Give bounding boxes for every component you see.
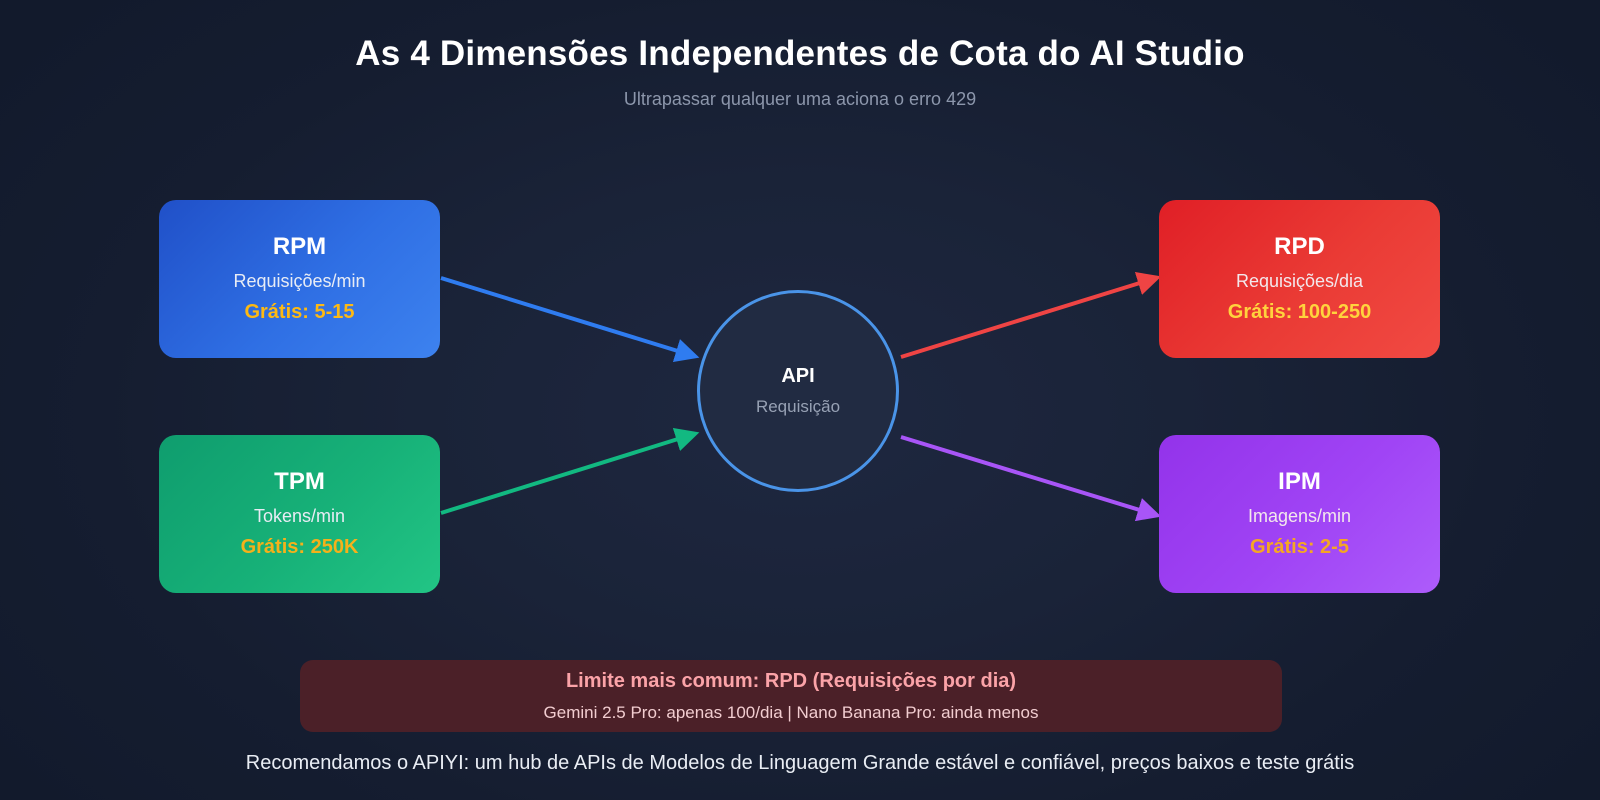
api-node-subtitle: Requisição — [755, 397, 841, 416]
edge-tpm-to-api — [440, 428, 700, 515]
dimension-card-ipm[interactable]: IPM Imagens/min Grátis: 2-5 — [1159, 435, 1440, 593]
dimension-card-tpm[interactable]: TPM Tokens/min Grátis: 250K — [159, 435, 440, 593]
edge-api-to-rpd — [900, 271, 1162, 359]
dimension-description: Requisições/min — [233, 271, 366, 292]
dimension-description: Requisições/dia — [1235, 271, 1364, 292]
dimension-free-tier: Grátis: 250K — [240, 536, 359, 559]
dimension-free-tier: Grátis: 2-5 — [1250, 536, 1349, 559]
dimension-card-rpm[interactable]: RPM Requisições/min Grátis: 5-15 — [159, 200, 440, 358]
dimension-free-tier: Grátis: 5-15 — [244, 301, 355, 324]
dimension-card-rpd[interactable]: RPD Requisições/dia Grátis: 100-250 — [1159, 200, 1440, 358]
edge-api-to-ipm — [900, 435, 1162, 522]
warning-banner: Limite mais comum: RPD (Requisições por … — [300, 660, 1282, 732]
header: As 4 Dimensões Independentes de Cota do … — [0, 0, 1600, 110]
edge-rpm-to-api — [440, 276, 700, 363]
dimension-code: TPM — [274, 467, 325, 495]
dimension-description: Imagens/min — [1247, 506, 1352, 527]
page-title: As 4 Dimensões Independentes de Cota do … — [355, 34, 1245, 73]
dimension-code: RPM — [272, 232, 327, 260]
dimension-code: RPD — [1274, 232, 1325, 260]
dimension-free-tier: Grátis: 100-250 — [1227, 301, 1372, 324]
warning-title: Limite mais comum: RPD (Requisições por … — [565, 669, 1017, 692]
page-subtitle: Ultrapassar qualquer uma aciona o erro 4… — [623, 89, 977, 109]
warning-detail: Gemini 2.5 Pro: apenas 100/dia | Nano Ba… — [543, 702, 1039, 722]
dimension-description: Tokens/min — [253, 506, 346, 527]
api-node-title: API — [781, 365, 815, 387]
footer-note: Recomendamos o APIYI: um hub de APIs de … — [245, 752, 1355, 774]
api-request-node[interactable]: API Requisição — [697, 290, 899, 492]
dimension-code: IPM — [1278, 467, 1321, 495]
